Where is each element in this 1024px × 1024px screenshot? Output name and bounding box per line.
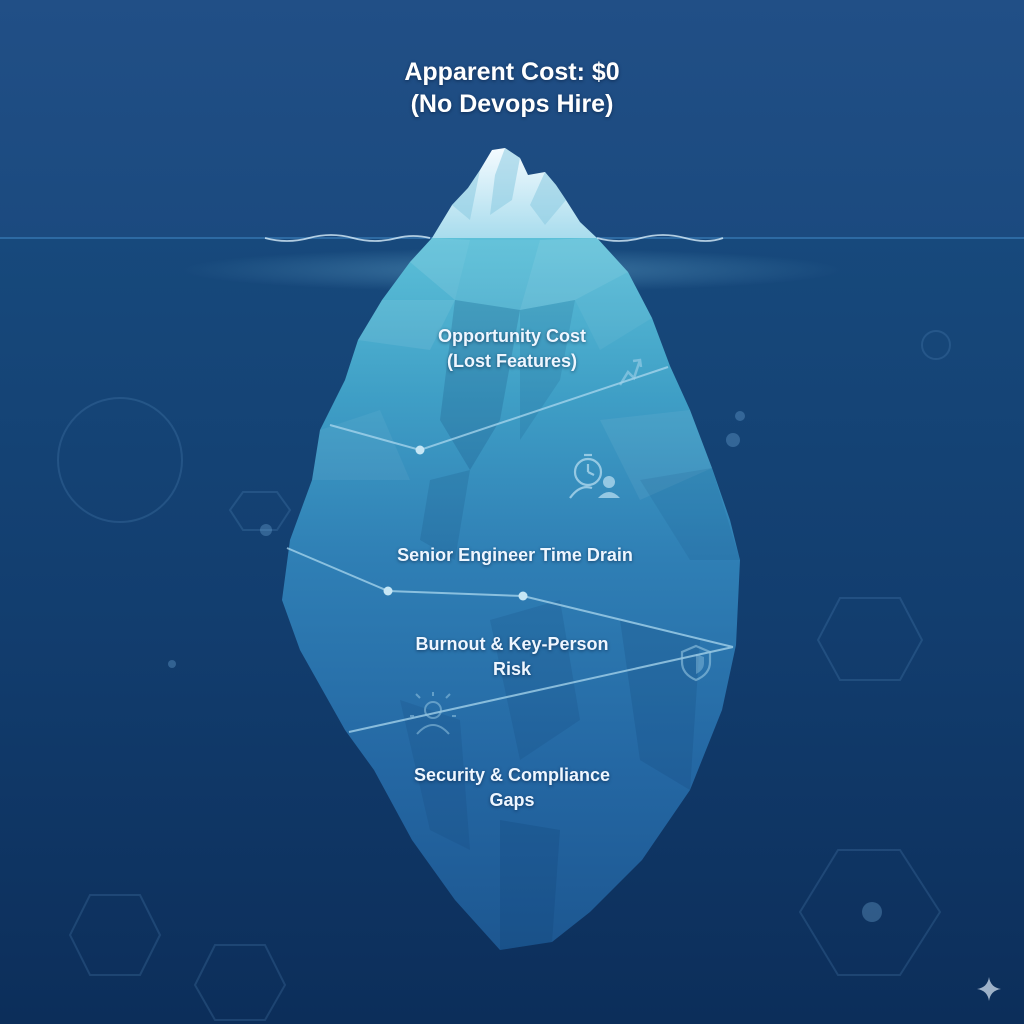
divider-nodes <box>383 445 528 601</box>
surface-ripples <box>264 234 724 242</box>
layer-label-line: Opportunity Cost <box>438 326 586 346</box>
bubble <box>168 660 176 668</box>
bubble <box>735 411 745 421</box>
divider-node <box>415 445 425 455</box>
stressed-person-icon <box>410 692 456 735</box>
title-line-2: (No Devops Hire) <box>410 90 614 118</box>
divider-node <box>518 591 528 601</box>
iceberg-facets <box>312 238 712 500</box>
layer-label-line: Risk <box>492 659 532 679</box>
bg-hexagon <box>193 944 287 1021</box>
bubble <box>726 433 740 447</box>
layer-label-line: Gaps <box>489 790 535 810</box>
bg-circle <box>921 330 951 360</box>
layer-label-time-drain: Senior Engineer Time Drain <box>360 543 670 568</box>
bg-hexagon <box>228 491 292 531</box>
sparkle-icon <box>977 977 1001 1001</box>
trending-up-icon <box>618 358 643 386</box>
tip-facets <box>452 148 566 225</box>
title-line-1: Apparent Cost: $0 <box>404 58 620 86</box>
divider-node <box>383 586 393 596</box>
bg-hexagon <box>68 894 162 976</box>
diagram-title: Apparent Cost: $0 (No Devops Hire) <box>262 56 762 120</box>
layer-label-line: Senior Engineer Time Drain <box>397 545 633 565</box>
background-decorations <box>57 330 951 1021</box>
iceberg-shadows <box>400 300 740 950</box>
bubble <box>260 524 272 536</box>
bg-circle <box>57 397 183 523</box>
layer-label-line: Security & Compliance <box>413 765 611 785</box>
layer-label-burnout: Burnout & Key-Person Risk <box>372 632 652 682</box>
bubble <box>862 902 882 922</box>
divider-2 <box>286 547 734 648</box>
divider-3 <box>348 646 734 733</box>
iceberg-tip <box>432 148 597 238</box>
layer-label-line: Burnout & Key-Person <box>415 634 609 654</box>
iceberg-body <box>282 238 740 950</box>
stopwatch-user-icon <box>569 453 620 499</box>
layer-label-opportunity-cost: Opportunity Cost (Lost Features) <box>372 324 652 374</box>
bg-hexagon <box>798 849 942 976</box>
layer-label-security: Security & Compliance Gaps <box>372 763 652 813</box>
layer-label-line: (Lost Features) <box>446 351 578 371</box>
shield-icon <box>680 644 712 682</box>
bg-hexagon <box>816 597 924 681</box>
